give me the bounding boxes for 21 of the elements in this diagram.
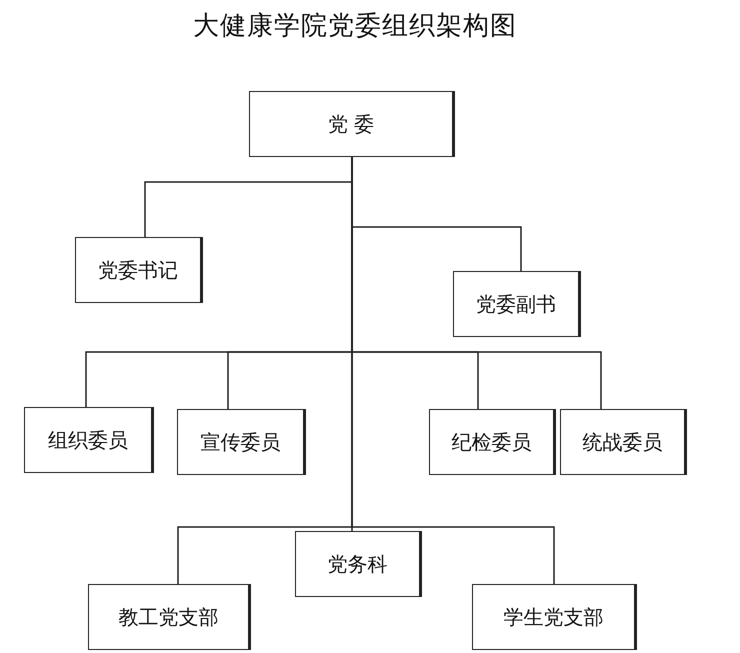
org-box (88, 584, 251, 650)
node-label: 教工党支部 (118, 604, 218, 630)
node-label: 学生党支部 (504, 604, 604, 630)
org-box (560, 409, 687, 475)
node-label: 党委副书 (476, 290, 556, 318)
org-box (429, 409, 556, 475)
node-label: 纪检委员 (452, 428, 532, 456)
node-label: 组织委员 (48, 426, 128, 454)
diagram-title: 大健康学院党委组织架构图 (192, 10, 518, 43)
node-label: 党 委 (328, 110, 374, 138)
node-label: 统战委员 (582, 428, 662, 456)
org-box (177, 409, 306, 475)
org-box (75, 237, 203, 303)
org-box (453, 271, 581, 337)
node-label: 宣传委员 (200, 428, 280, 456)
org-box (295, 531, 422, 597)
org-box (24, 407, 154, 473)
node-label: 党委书记 (98, 256, 178, 284)
node-label: 党务科 (328, 550, 388, 578)
org-box (472, 584, 637, 650)
org-box (249, 91, 455, 157)
